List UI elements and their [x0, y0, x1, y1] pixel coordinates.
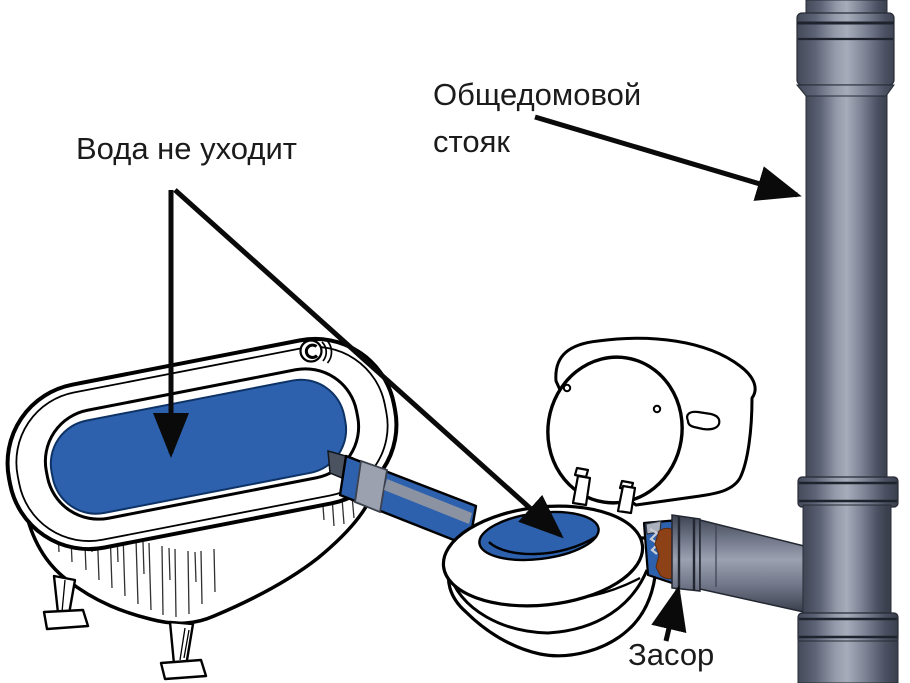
toilet [441, 336, 757, 658]
arrow-to-toilet-water [173, 188, 564, 539]
toilet-lid [546, 355, 684, 505]
branch-bell [671, 514, 701, 592]
arrow-to-riser [534, 114, 802, 201]
toilet-bowl-arc [488, 534, 598, 556]
label-riser: Общедомовой стояк [433, 77, 642, 159]
bathtub-rim [5, 336, 399, 552]
tub-drain-pipe [327, 449, 478, 548]
toilet-hinges [571, 466, 637, 515]
riser-tee-body [802, 504, 892, 616]
bathtub-leg-left [42, 574, 90, 631]
bathtub-leg-center [159, 620, 208, 681]
bathtub-rim-edge [15, 346, 389, 542]
bathtub-water [49, 378, 348, 515]
riser-coupling-lower [797, 612, 899, 644]
toilet-lid-screw [562, 383, 572, 393]
riser-pipe [795, 0, 899, 683]
bathtub-drain [299, 339, 333, 364]
toilet-flush-handle [686, 410, 721, 431]
bathtub [5, 336, 399, 681]
branch-pipe [642, 514, 809, 614]
tub-pipe-highlight [384, 479, 472, 524]
branch-thread-pattern [649, 528, 660, 555]
riser-top-taper [795, 84, 895, 97]
riser-coupling-upper [797, 476, 899, 508]
label-clog: Засор [628, 637, 715, 672]
riser-bottom-bell [797, 640, 899, 683]
toilet-seat-thickness [446, 569, 649, 635]
annotation-arrows [152, 114, 802, 642]
toilet-lid-screw [652, 404, 662, 414]
label-water-not-draining: Вода не уходит [76, 131, 297, 166]
arrow-to-clog [651, 585, 687, 642]
tub-pipe-coupling [354, 459, 389, 514]
